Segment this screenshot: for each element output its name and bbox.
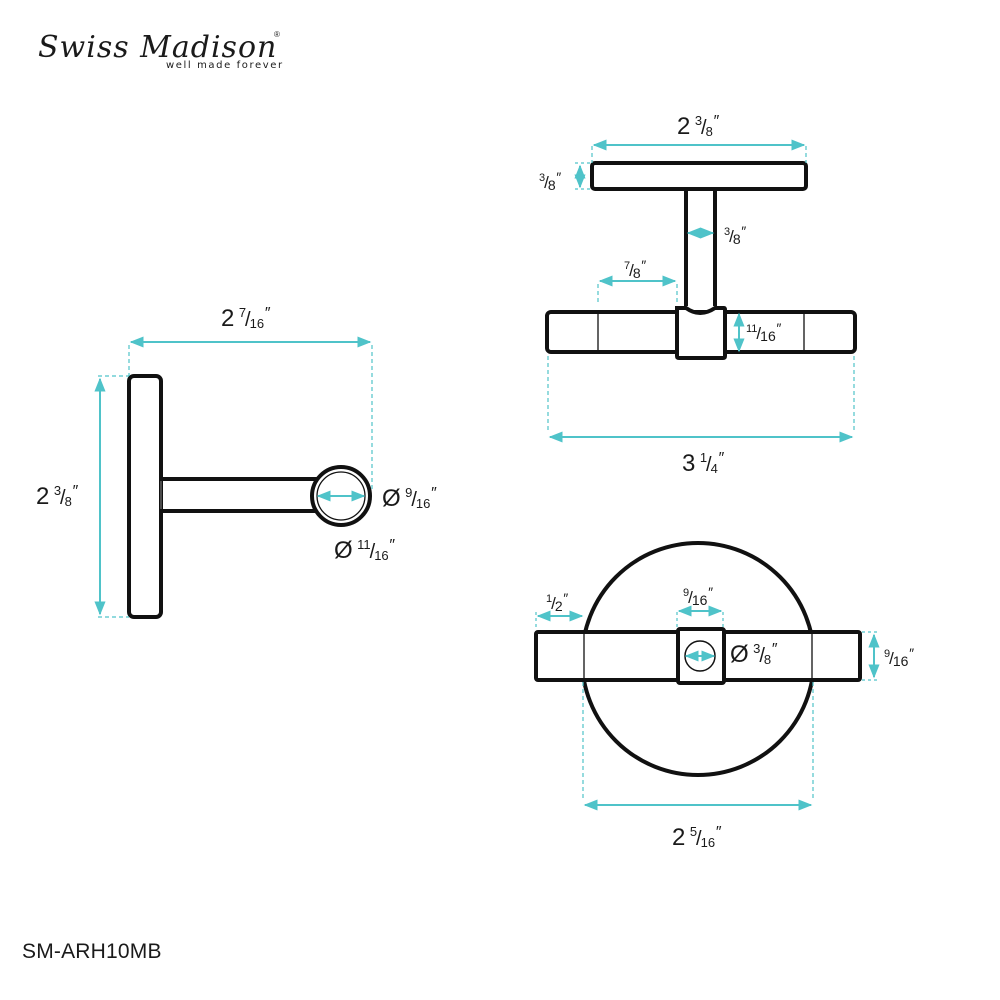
top-bar-width-label: 2 3/8″: [677, 113, 719, 140]
top-bar-thickness-label: 3/8″: [539, 169, 561, 193]
top-back-plate: [590, 161, 808, 191]
top-view: [545, 139, 857, 443]
top-hub: [675, 306, 727, 360]
model-number: SM-ARH10MB: [22, 940, 162, 963]
side-arm: [161, 477, 320, 513]
top-bar-height-label: 11/16″: [746, 320, 781, 344]
side-back-plate: [127, 374, 163, 619]
end-segment-label: 1/2″: [546, 590, 568, 614]
side-width-label: 2 7/16″: [221, 305, 270, 332]
brand-logo: Swiss Madison ® well made forever: [38, 26, 298, 86]
hub-width-label: 9/16″: [683, 584, 713, 608]
plate-diameter-label: 2 5/16″: [672, 824, 721, 851]
hole-diameter-label: Ø 3/8″: [730, 641, 777, 668]
side-height-label: 2 3/8″: [36, 483, 78, 510]
brand-tagline: well made forever: [166, 60, 284, 71]
front-bar-height-label: 9/16″: [884, 645, 914, 669]
bar-segment-label: 7/8″: [624, 257, 646, 281]
side-view: [94, 336, 373, 619]
overall-length-label: 3 1/4″: [682, 450, 724, 477]
registered-mark: ®: [274, 30, 280, 39]
front-view: [534, 541, 880, 811]
stem-width-label: 3/8″: [724, 223, 746, 247]
side-inner-diameter-label: Ø 9/16″: [382, 485, 437, 512]
brand-name: Swiss Madison: [38, 30, 278, 65]
top-stem: [684, 189, 717, 306]
side-outer-diameter-label: Ø 11/16″: [334, 537, 395, 564]
